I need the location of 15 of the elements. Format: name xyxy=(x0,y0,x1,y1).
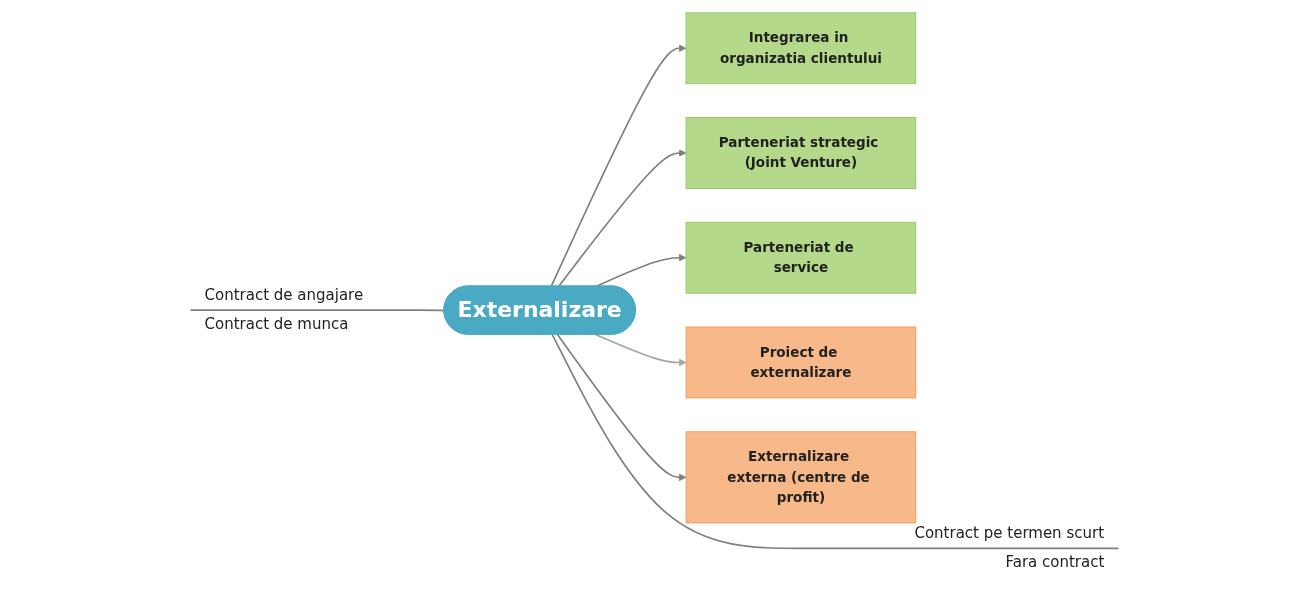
arrow xyxy=(557,149,687,288)
node-box: Externalizare externa (centre de profit) xyxy=(685,431,917,524)
connector xyxy=(189,309,446,312)
connector xyxy=(551,333,1120,550)
contract-type-label: Contract de angajare xyxy=(204,286,364,305)
arrow xyxy=(594,333,687,367)
node-box: Proiect de externalizare xyxy=(685,326,917,399)
node-box: Parteneriat de service xyxy=(685,221,917,294)
contract-type-label: Contract pe termen scurt xyxy=(914,524,1104,543)
contract-type-label: Contract de munca xyxy=(204,315,349,334)
contract-type-label: Fara contract xyxy=(1005,553,1105,572)
node-box: Integrarea in organizatia clientului xyxy=(685,12,917,85)
arrow xyxy=(550,44,687,288)
node-box: Parteneriat strategic (Joint Venture) xyxy=(685,117,917,189)
arrow xyxy=(556,333,687,482)
